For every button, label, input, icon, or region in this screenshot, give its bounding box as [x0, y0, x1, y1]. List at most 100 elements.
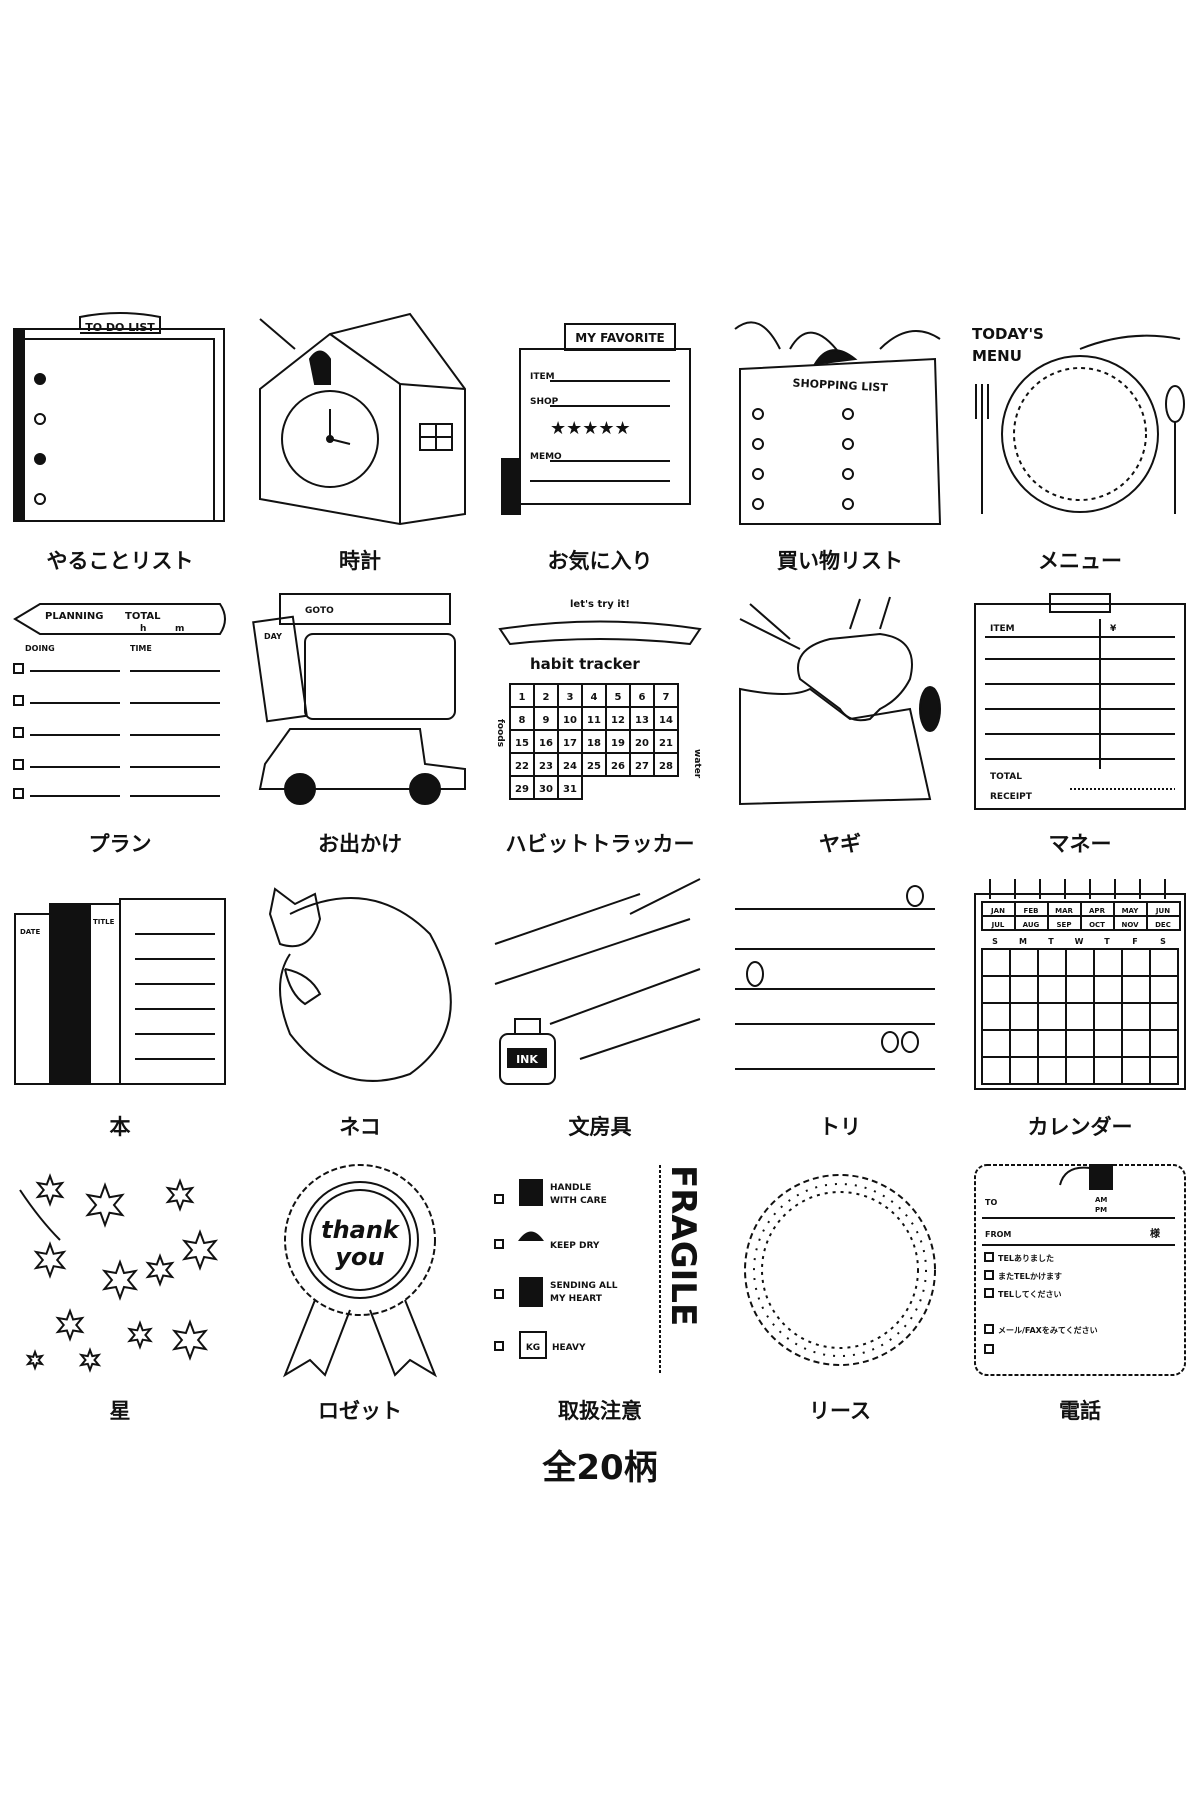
stamp-menu: TODAY'S MENU [970, 309, 1190, 531]
calendar-weekday: M [1019, 937, 1027, 946]
svg-text:RECEIPT: RECEIPT [990, 792, 1033, 802]
label-cat: ネコ [339, 1115, 381, 1139]
calendar-weekday: S [992, 937, 998, 946]
label-money: マネー [1048, 832, 1112, 856]
label-shopping-list: 買い物リスト [777, 549, 903, 573]
svg-text:HANDLE: HANDLE [550, 1183, 591, 1193]
svg-text:KG: KG [526, 1343, 540, 1353]
svg-text:thank: thank [321, 1216, 401, 1244]
calendar-cell [1037, 948, 1067, 977]
tracker-day: 12 [611, 715, 625, 726]
calendar-cell [1093, 1029, 1123, 1058]
calendar-month-cell [1146, 915, 1181, 931]
calendar-month: NOV [1121, 921, 1139, 929]
tracker-day: 15 [515, 738, 529, 749]
calendar-cell [1121, 975, 1151, 1004]
calendar-month: MAR [1055, 907, 1073, 915]
calendar-cell [1121, 948, 1151, 977]
stamp-todo-list: TO DO LIST [10, 309, 230, 531]
star-shape [55, 1308, 85, 1342]
calendar-cell [981, 1029, 1011, 1058]
svg-text:SENDING ALL: SENDING ALL [550, 1281, 618, 1291]
calendar-cell [981, 1002, 1011, 1031]
stamp-cat [250, 874, 470, 1096]
tracker-day: 26 [611, 761, 625, 772]
tracker-day: 22 [515, 761, 529, 772]
svg-text:TITLE: TITLE [93, 918, 115, 926]
tracker-day: 23 [539, 761, 553, 772]
tracker-day: 9 [543, 715, 550, 726]
stamp-outing: GOTO DAY [250, 589, 470, 811]
star-shape [145, 1253, 175, 1287]
svg-text:SHOP: SHOP [530, 397, 559, 407]
calendar-cell [1009, 948, 1039, 977]
calendar-cell [1093, 1002, 1123, 1031]
calendar-month: DEC [1155, 921, 1171, 929]
calendar-cell [1065, 1056, 1095, 1085]
tracker-day: 25 [587, 761, 601, 772]
label-goat: ヤギ [819, 832, 861, 856]
tracker-day: 14 [659, 715, 673, 726]
star-shape [25, 1349, 45, 1371]
tracker-day: 10 [563, 715, 577, 726]
star-shape [165, 1178, 195, 1212]
stamp-stars [10, 1160, 230, 1382]
tracker-day: 5 [615, 692, 622, 703]
label-todo-list: やることリスト [46, 549, 194, 573]
calendar-weekday: T [1048, 937, 1054, 946]
calendar-cell [981, 948, 1011, 977]
label-telephone: 電話 [1059, 1399, 1101, 1423]
svg-text:AM: AM [1095, 1196, 1107, 1204]
tracker-day: 31 [563, 784, 577, 795]
calendar-month: JAN [990, 907, 1005, 915]
svg-text:TO: TO [985, 1198, 997, 1207]
calendar-cell [1093, 1056, 1123, 1085]
tracker-day: 1 [519, 692, 526, 703]
label-planning: プラン [88, 832, 152, 856]
tracker-day: 3 [567, 692, 574, 703]
svg-text:メール/FAXをみてください: メール/FAXをみてください [998, 1326, 1098, 1335]
label-outing: お出かけ [318, 832, 402, 856]
svg-text:TELしてください: TELしてください [998, 1290, 1062, 1299]
calendar-month: FEB [1024, 907, 1039, 915]
svg-text:FROM: FROM [985, 1230, 1011, 1239]
calendar-month: JUN [1155, 907, 1170, 915]
svg-text:TIME: TIME [130, 644, 152, 653]
svg-text:¥: ¥ [1110, 624, 1117, 634]
label-menu: メニュー [1038, 549, 1122, 573]
tracker-day: 28 [659, 761, 673, 772]
tracker-day: 27 [635, 761, 649, 772]
tracker-day: 20 [635, 738, 649, 749]
svg-text:MY HEART: MY HEART [550, 1294, 603, 1304]
svg-text:DAY: DAY [264, 632, 282, 641]
calendar-cell [1149, 975, 1179, 1004]
stamp-birds [730, 874, 950, 1096]
tracker-day: 11 [587, 715, 601, 726]
calendar-cell [1121, 1056, 1151, 1085]
calendar-cell [1065, 1002, 1095, 1031]
svg-text:foods: foods [495, 719, 505, 747]
tracker-day: 24 [563, 761, 577, 772]
svg-text:MY FAVORITE: MY FAVORITE [575, 331, 664, 345]
svg-text:let's try it!: let's try it! [570, 599, 630, 610]
svg-text:またTELかけます: またTELかけます [998, 1271, 1062, 1281]
svg-text:TO DO LIST: TO DO LIST [85, 321, 155, 334]
calendar-month: SEP [1057, 921, 1072, 929]
star-shape [78, 1347, 102, 1373]
svg-text:★★★★★: ★★★★★ [550, 418, 631, 439]
calendar-cell [1149, 1029, 1179, 1058]
svg-text:TOTAL: TOTAL [125, 611, 161, 622]
calendar-cell [1037, 1056, 1067, 1085]
tracker-cell [557, 775, 583, 800]
tracker-day: 21 [659, 738, 673, 749]
tracker-cell [653, 752, 679, 777]
calendar-month: JUL [991, 921, 1005, 929]
total-designs-caption: 全20柄 [542, 1448, 658, 1488]
calendar-cell [1009, 1056, 1039, 1085]
calendar-weekday: W [1075, 937, 1084, 946]
tracker-day: 16 [539, 738, 553, 749]
svg-text:m: m [175, 624, 184, 634]
tracker-day: 18 [587, 738, 601, 749]
stamp-books: DATE TITLE [10, 874, 230, 1096]
